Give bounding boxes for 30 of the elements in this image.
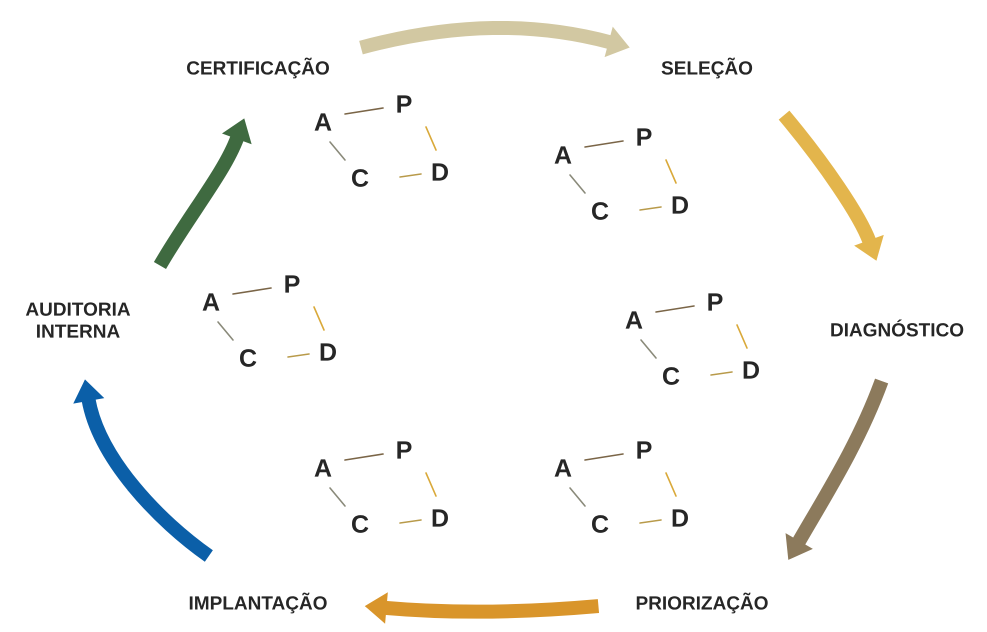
stage-label: DIAGNÓSTICO: [831, 320, 964, 337]
cycle-letter: C: [352, 169, 368, 187]
cycle-letter: A: [626, 311, 642, 329]
cycle-letter: C: [240, 349, 256, 367]
cycle-letter: D: [320, 343, 336, 361]
cycle-letter: A: [202, 293, 220, 311]
cycle-letter: D: [672, 196, 688, 214]
cycle-letter: P: [397, 95, 412, 113]
cycle-letter: C: [592, 515, 608, 533]
cycle-letter: P: [285, 275, 300, 293]
cycle-letter: D: [432, 509, 448, 527]
cycle-letter: C: [352, 515, 368, 533]
cycle-letter: C: [663, 367, 680, 385]
cycle-letter: P: [708, 293, 722, 311]
cycle-letter: D: [744, 361, 759, 379]
stage-label: CERTIFICAÇÃO: [187, 58, 329, 78]
cycle-letter: A: [554, 459, 572, 477]
cycle-letter: D: [672, 509, 688, 527]
cycle-letter: A: [554, 146, 572, 164]
cycle-letter: A: [314, 113, 332, 131]
cycle-letter: A: [314, 459, 332, 477]
stage-label: SELEÇÃO: [662, 58, 752, 78]
cycle-letter: D: [432, 163, 448, 181]
stage-label: PRIORIZAÇÃO: [636, 592, 768, 614]
cycle-letter: C: [592, 202, 608, 220]
cycle-letter: P: [397, 441, 412, 459]
stage-label: AUDITORIA INTERNA: [26, 302, 130, 338]
cycle-letter: P: [637, 441, 652, 459]
cycle-letter: P: [637, 128, 652, 146]
stage-label: IMPLANTAÇÃO: [190, 592, 327, 614]
